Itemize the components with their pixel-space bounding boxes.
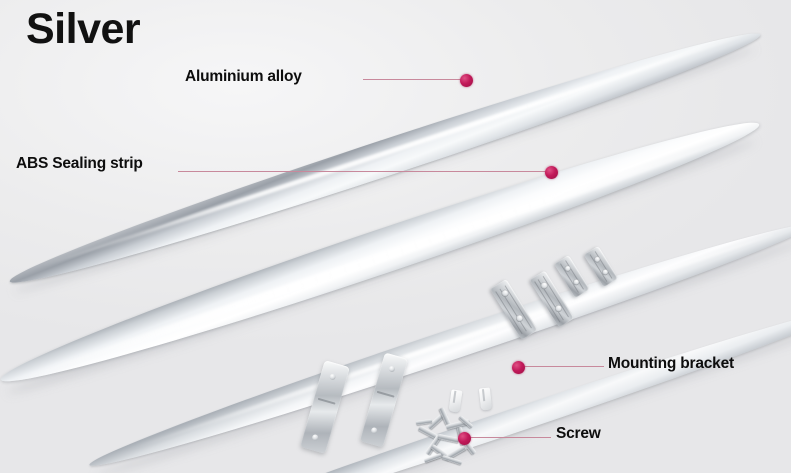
mounting-bracket-3 [554, 255, 590, 298]
callout-dot-screw [458, 432, 471, 445]
screw-pile [415, 407, 484, 466]
callout-label-screw: Screw [556, 425, 601, 442]
callout-label-aluminium-alloy: Aluminium alloy [185, 68, 302, 85]
leader-line-mounting-bracket [522, 366, 604, 368]
leader-line-screw [468, 437, 551, 439]
plastic-clip-1 [448, 389, 463, 413]
leader-line-aluminium-alloy [363, 79, 466, 81]
page-title: Silver [26, 5, 141, 53]
callout-label-abs-sealing-strip: ABS Sealing strip [16, 155, 143, 172]
callout-dot-abs-sealing-strip [545, 166, 558, 179]
leader-line-abs-sealing-strip [178, 171, 551, 173]
plastic-clip-2 [478, 387, 493, 411]
callout-dot-aluminium-alloy [460, 74, 473, 87]
callout-label-mounting-bracket: Mounting bracket [608, 355, 734, 372]
mounting-bracket-4 [583, 245, 619, 288]
callout-dot-mounting-bracket [512, 361, 525, 374]
